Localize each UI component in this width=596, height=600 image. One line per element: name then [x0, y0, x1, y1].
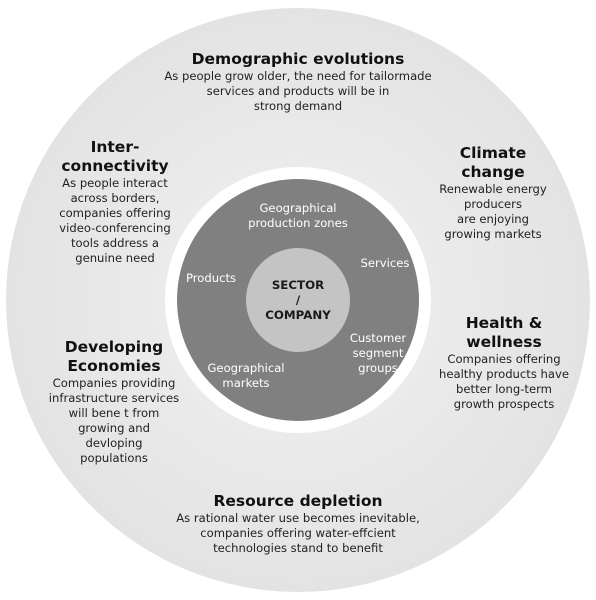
segment-resource: Resource depletion As rational water use…	[138, 492, 458, 556]
segment-line: technologies stand to benefit	[213, 541, 383, 555]
segment-title: Resource depletion	[213, 492, 383, 510]
segment-title: Demographic evolutions	[191, 50, 405, 68]
segment-line: tools address a	[70, 236, 160, 250]
inner-label-geo-markets: Geographical markets	[196, 361, 296, 391]
segment-line: populations	[80, 451, 148, 465]
segment-line: growing markets	[444, 227, 542, 241]
segment-line: better long-term	[456, 382, 552, 396]
segment-line: As people interact	[62, 176, 168, 190]
segment-title: Health &	[465, 314, 543, 332]
segment-line: Companies offering	[447, 352, 561, 366]
inner-label-line: Geographical	[207, 361, 285, 375]
inner-label-line: Geographical	[259, 201, 337, 215]
inner-label-line: groups	[358, 361, 398, 375]
segment-line: companies offering water-effcient	[200, 526, 396, 540]
segment-line: healthy products have	[438, 367, 569, 381]
core-line: /	[295, 293, 301, 307]
inner-label-products: Products	[176, 271, 246, 286]
segment-title: change	[461, 163, 525, 181]
core-circle	[246, 248, 350, 352]
inner-label-line: Products	[185, 271, 237, 285]
inner-label-line: markets	[222, 376, 270, 390]
segment-climate: Climate change Renewable energy producer…	[418, 144, 568, 242]
segment-line: strong demand	[253, 99, 343, 113]
segment-title: Economies	[67, 357, 161, 375]
segment-line: will bene t from	[68, 406, 160, 420]
segment-line: producers	[464, 197, 522, 211]
segment-title: connectivity	[61, 157, 169, 175]
segment-line: Companies providing	[52, 376, 176, 390]
core-line: COMPANY	[265, 308, 331, 322]
segment-line: services and products will be in	[206, 84, 390, 98]
segment-title: Inter-	[90, 138, 140, 156]
core-label: SECTOR / COMPANY	[248, 278, 348, 323]
segment-title: Climate	[459, 144, 527, 162]
inner-label-line: Customer	[349, 331, 407, 345]
inner-label-services: Services	[350, 256, 420, 271]
inner-label-customer: Customer segment groups	[338, 331, 418, 376]
segment-line: devloping	[85, 436, 143, 450]
segment-line: Renewable energy	[439, 182, 547, 196]
segment-line: video-conferencing	[59, 221, 171, 235]
core-line: SECTOR	[271, 278, 325, 292]
segment-demographic: Demographic evolutions As people grow ol…	[148, 50, 448, 114]
segment-title: Developing	[64, 338, 164, 356]
segment-line: are enjoying	[456, 212, 530, 226]
segment-health: Health & wellness Companies offering hea…	[424, 314, 584, 412]
segment-line: As rational water use becomes inevitable…	[176, 511, 420, 525]
segment-line: genuine need	[75, 251, 155, 265]
segment-line: growing and	[78, 421, 150, 435]
segment-line: across borders,	[70, 191, 160, 205]
segment-line: As people grow older, the need for tailo…	[164, 69, 432, 83]
inner-label-line: segment	[352, 346, 404, 360]
segment-line: growth prospects	[453, 397, 555, 411]
segment-line: infrastructure services	[48, 391, 180, 405]
inner-label-line: production zones	[248, 216, 348, 230]
inner-label-line: Services	[360, 256, 410, 270]
segment-developing: Developing Economies Companies providing…	[28, 338, 200, 466]
segment-title: wellness	[466, 333, 542, 351]
segment-line: companies offering	[59, 206, 171, 220]
segment-interconnectivity: Inter- connectivity As people interact a…	[30, 138, 200, 266]
inner-label-geo-production: Geographical production zones	[228, 201, 368, 231]
